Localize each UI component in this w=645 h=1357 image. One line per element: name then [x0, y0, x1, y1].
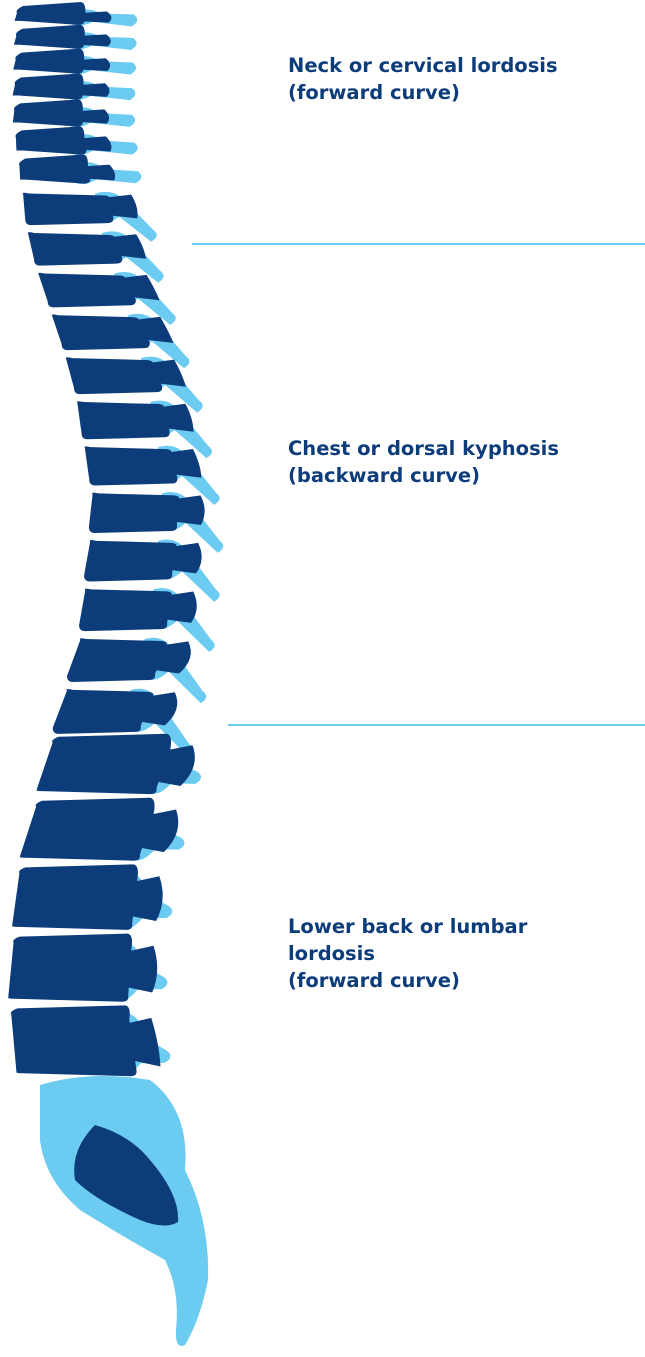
divider-thoracic-lumbar [228, 724, 645, 726]
pedicle-lumbar-23 [122, 946, 157, 993]
vertebra-cervical-4 [13, 73, 84, 99]
lumbar-region-label: Lower back or lumbar lordosis (forward c… [288, 913, 628, 994]
pedicle-cervical-7 [81, 165, 115, 181]
vertebra-lumbar-21 [20, 798, 155, 861]
vertebral-bodies [8, 2, 204, 1076]
pedicle-thoracic-15 [171, 495, 205, 525]
vertebra-thoracic-9 [28, 232, 122, 265]
vertebra-thoracic-17 [79, 589, 172, 632]
pedicle-cervical-6 [78, 136, 112, 151]
neck-region-label: Neck or cervical lordosis (forward curve… [288, 52, 628, 106]
vertebra-cervical-5 [13, 99, 83, 126]
vertebra-lumbar-24 [11, 1005, 137, 1076]
chest-label-line-2: (backward curve) [288, 462, 628, 489]
pedicle-lumbar-22 [126, 876, 163, 921]
sacrum-coccyx [40, 1076, 208, 1346]
chest-region-label: Chest or dorsal kyphosis (backward curve… [288, 435, 628, 489]
divider-cervical-thoracic [192, 243, 645, 245]
vertebra-cervical-3 [13, 49, 84, 74]
vertebra-thoracic-16 [84, 540, 177, 581]
pedicle-cervical-5 [76, 109, 109, 123]
vertebra-thoracic-12 [66, 357, 162, 394]
pedicle-cervical-1 [79, 11, 112, 22]
vertebra-cervical-7 [19, 154, 90, 183]
vertebra-thoracic-13 [77, 401, 170, 439]
vertebra-lumbar-23 [8, 934, 132, 1002]
lumbar-label-line-3: (forward curve) [288, 967, 628, 994]
pedicle-thoracic-8 [103, 195, 137, 219]
vertebra-thoracic-18 [67, 638, 167, 682]
lumbar-label-line-2: lordosis [288, 940, 628, 967]
vertebra-thoracic-10 [38, 273, 136, 308]
vertebra-thoracic-14 [84, 446, 177, 485]
vertebra-thoracic-11 [52, 314, 150, 350]
vertebra-thoracic-19 [53, 689, 154, 734]
vertebra-cervical-6 [15, 126, 86, 154]
pedicle-cervical-4 [77, 83, 110, 97]
vertebra-thoracic-8 [23, 193, 114, 225]
chest-label-line-1: Chest or dorsal kyphosis [288, 435, 628, 462]
neck-label-line-1: Neck or cervical lordosis [288, 52, 628, 79]
pedicle-thoracic-16 [166, 543, 202, 573]
lumbar-label-line-1: Lower back or lumbar [288, 913, 628, 940]
vertebra-cervical-1 [15, 2, 86, 25]
vertebra-cervical-2 [14, 25, 85, 49]
neck-label-line-2: (forward curve) [288, 79, 628, 106]
vertebra-lumbar-20 [36, 734, 171, 794]
vertebra-thoracic-15 [89, 493, 179, 533]
pedicle-thoracic-17 [161, 592, 197, 623]
pedicle-cervical-2 [78, 34, 111, 46]
pedicle-cervical-3 [77, 58, 110, 71]
vertebra-lumbar-22 [12, 864, 138, 930]
